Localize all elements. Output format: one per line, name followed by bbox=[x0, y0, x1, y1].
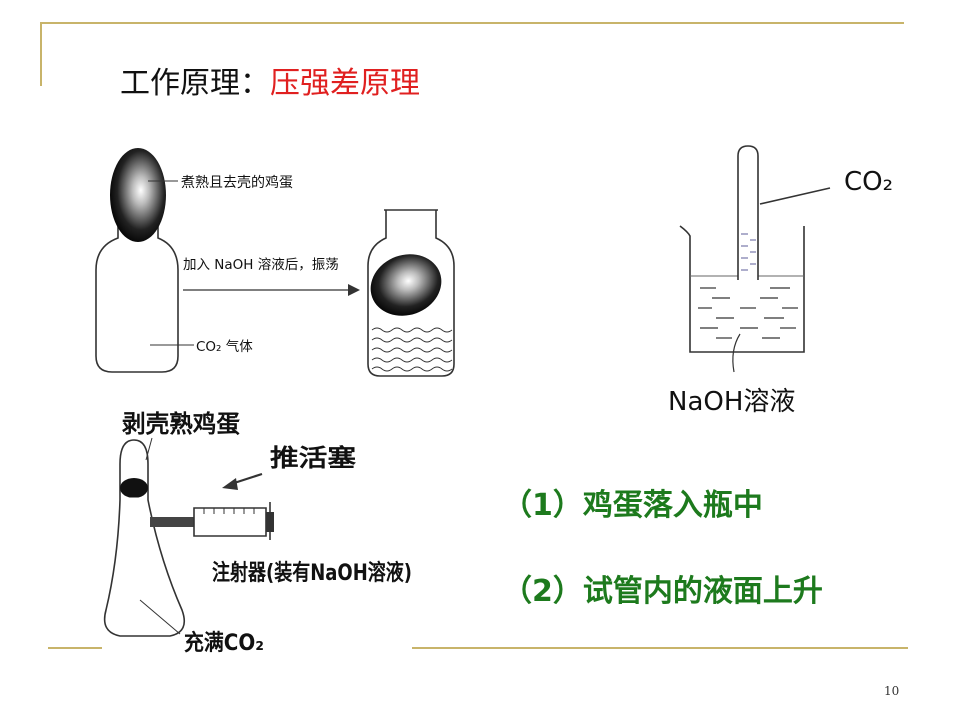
title-prefix: 工作原理： bbox=[120, 66, 270, 101]
co2-fill-pointer bbox=[139, 599, 181, 635]
syringe-needle-joint bbox=[150, 517, 194, 527]
frame-bottom-right-line bbox=[412, 647, 908, 649]
co2-pointer-line bbox=[759, 187, 831, 205]
result-2: （2）试管内的液面上升 bbox=[502, 574, 823, 609]
push-plunger-label: 推活塞 bbox=[270, 444, 356, 472]
gas-label: CO₂ 气体 bbox=[196, 339, 253, 355]
beaker-liquid-marks bbox=[698, 287, 798, 339]
result-1: （1）鸡蛋落入瓶中 bbox=[502, 488, 763, 523]
egg-in-flask-neck bbox=[120, 478, 148, 498]
co2-label: CO₂ bbox=[844, 167, 893, 197]
flask bbox=[103, 439, 186, 637]
solution-pointer-line bbox=[732, 333, 741, 373]
syringe-barrel bbox=[193, 507, 267, 537]
frame-bottom-left-line bbox=[48, 647, 102, 649]
page-number: 10 bbox=[884, 684, 900, 698]
peeled-egg-label: 剥壳熟鸡蛋 bbox=[122, 410, 240, 438]
naoh-solution-label: NaOH溶液 bbox=[668, 387, 795, 417]
process-arrow-head bbox=[348, 284, 360, 296]
slide-title: 工作原理：压强差原理 bbox=[120, 58, 420, 102]
egg-label: 煮熟且去壳的鸡蛋 bbox=[181, 174, 293, 191]
bottle-liquid-waves bbox=[371, 327, 453, 372]
syringe-scale bbox=[203, 508, 255, 514]
flask-syringe-figure: 剥壳熟鸡蛋 推活塞 注射器(装有NaOH溶液) 充满CO₂ bbox=[103, 410, 412, 656]
filled-co2-label: 充满CO₂ bbox=[184, 630, 264, 656]
bottle-left bbox=[95, 170, 179, 373]
frame-top-line bbox=[40, 22, 904, 24]
tube-liquid-marks bbox=[741, 233, 756, 271]
title-highlight: 压强差原理 bbox=[270, 66, 420, 101]
test-tube bbox=[737, 145, 759, 280]
frame-left-line bbox=[40, 22, 42, 86]
beaker bbox=[679, 225, 805, 353]
syringe-label: 注射器(装有NaOH溶液) bbox=[212, 560, 412, 586]
egg-on-neck bbox=[110, 148, 166, 242]
tube-beaker-figure: CO₂ NaOH溶液 bbox=[668, 145, 893, 417]
flask-egg-pointer bbox=[145, 437, 153, 461]
egg-in-bottle bbox=[370, 254, 442, 316]
egg-bottle-figure: 煮熟且去壳的鸡蛋 加入 NaOH 溶液后，振荡 CO₂ 气体 bbox=[95, 148, 455, 377]
bottle-right bbox=[367, 210, 455, 377]
push-arrow-head bbox=[222, 478, 238, 490]
arrow-label: 加入 NaOH 溶液后，振荡 bbox=[183, 257, 339, 273]
